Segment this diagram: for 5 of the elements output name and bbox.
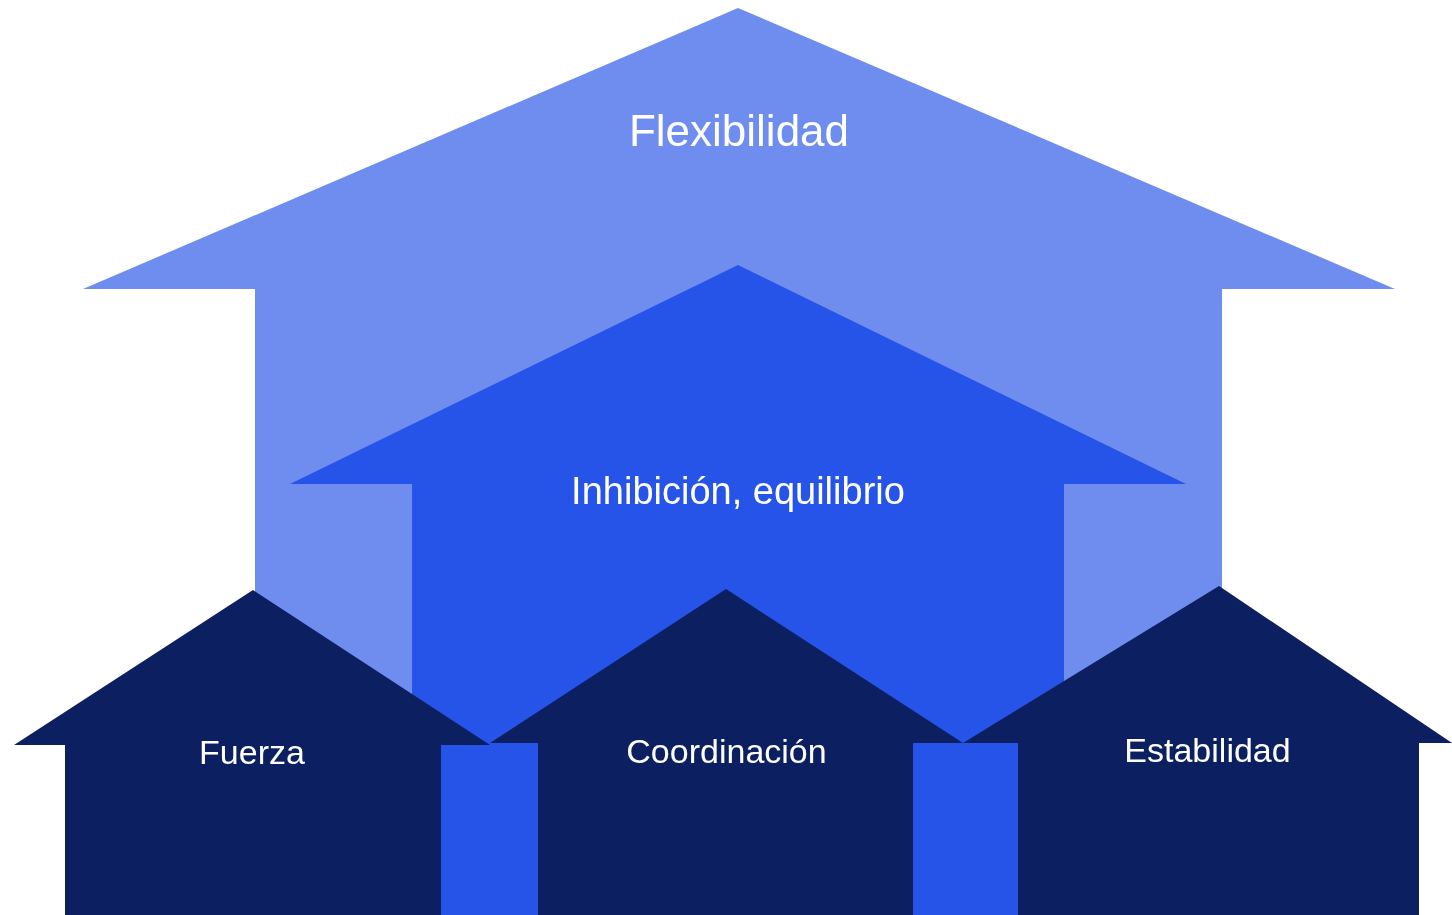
shape-label: Fuerza	[199, 733, 305, 772]
shape-label: Inhibición, equilibrio	[571, 470, 905, 513]
shape-label: Coordinación	[626, 732, 827, 771]
shape-label: Flexibilidad	[628, 106, 850, 156]
shape-label: Estabilidad	[1124, 731, 1291, 770]
